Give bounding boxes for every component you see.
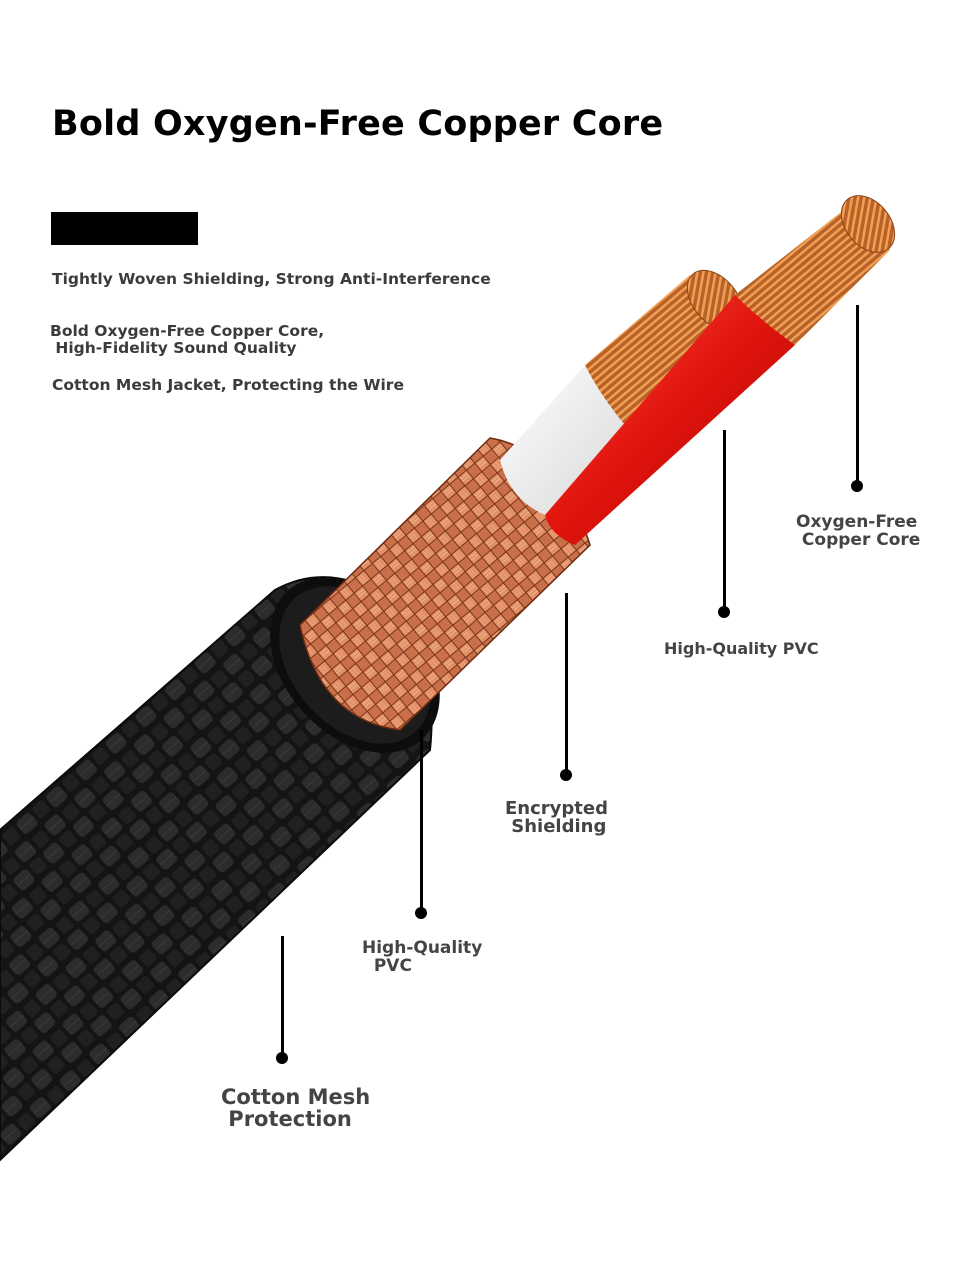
leader-dot-inner-pvc: [718, 606, 730, 618]
leader-line-cotton: [281, 936, 284, 1058]
leader-dot-shielding: [560, 769, 572, 781]
leader-line-shielding: [565, 593, 568, 775]
page-title: Bold Oxygen-Free Copper Core: [52, 104, 664, 144]
leader-line-inner-pvc: [723, 430, 726, 612]
callout-shielding: Encrypted Shielding: [505, 798, 608, 837]
feature-copper-core: Bold Oxygen-Free Copper Core, High-Fidel…: [50, 322, 325, 357]
callout-oxygen-free-core: Oxygen-Free Copper Core: [796, 512, 921, 550]
leader-dot-cotton: [276, 1052, 288, 1064]
callout-cotton-mesh: Cotton Mesh Protection: [221, 1085, 371, 1131]
callout-outer-pvc: High-Quality PVC: [362, 938, 483, 976]
feature-cotton-jacket: Cotton Mesh Jacket, Protecting the Wire: [52, 376, 404, 394]
callout-inner-pvc: High-Quality PVC: [664, 639, 819, 658]
feature-shielding: Tightly Woven Shielding, Strong Anti-Int…: [52, 270, 491, 288]
redaction-bar: [51, 212, 198, 245]
leader-line-core: [856, 305, 859, 485]
leader-dot-core: [851, 480, 863, 492]
leader-dot-outer-pvc: [415, 907, 427, 919]
leader-line-outer-pvc: [420, 730, 423, 912]
